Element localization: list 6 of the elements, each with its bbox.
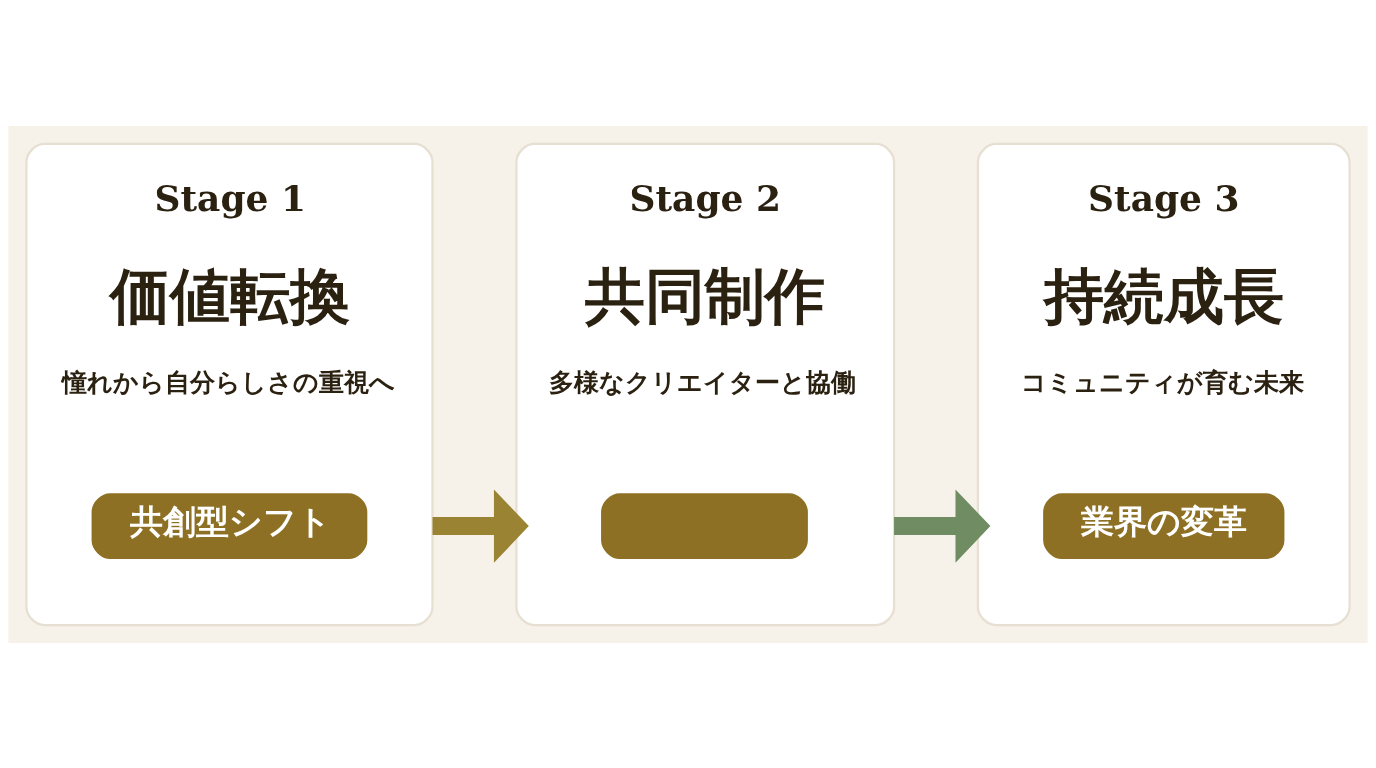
arrow (894, 489, 991, 563)
cluster: Stage 2 共同制作 多様なクリエイターと協働 (515, 142, 896, 626)
node-box: 業界の変革 (1043, 492, 1285, 559)
arrow (432, 489, 529, 563)
node-box (601, 492, 808, 559)
node-box: 共創型シフト (91, 492, 368, 559)
